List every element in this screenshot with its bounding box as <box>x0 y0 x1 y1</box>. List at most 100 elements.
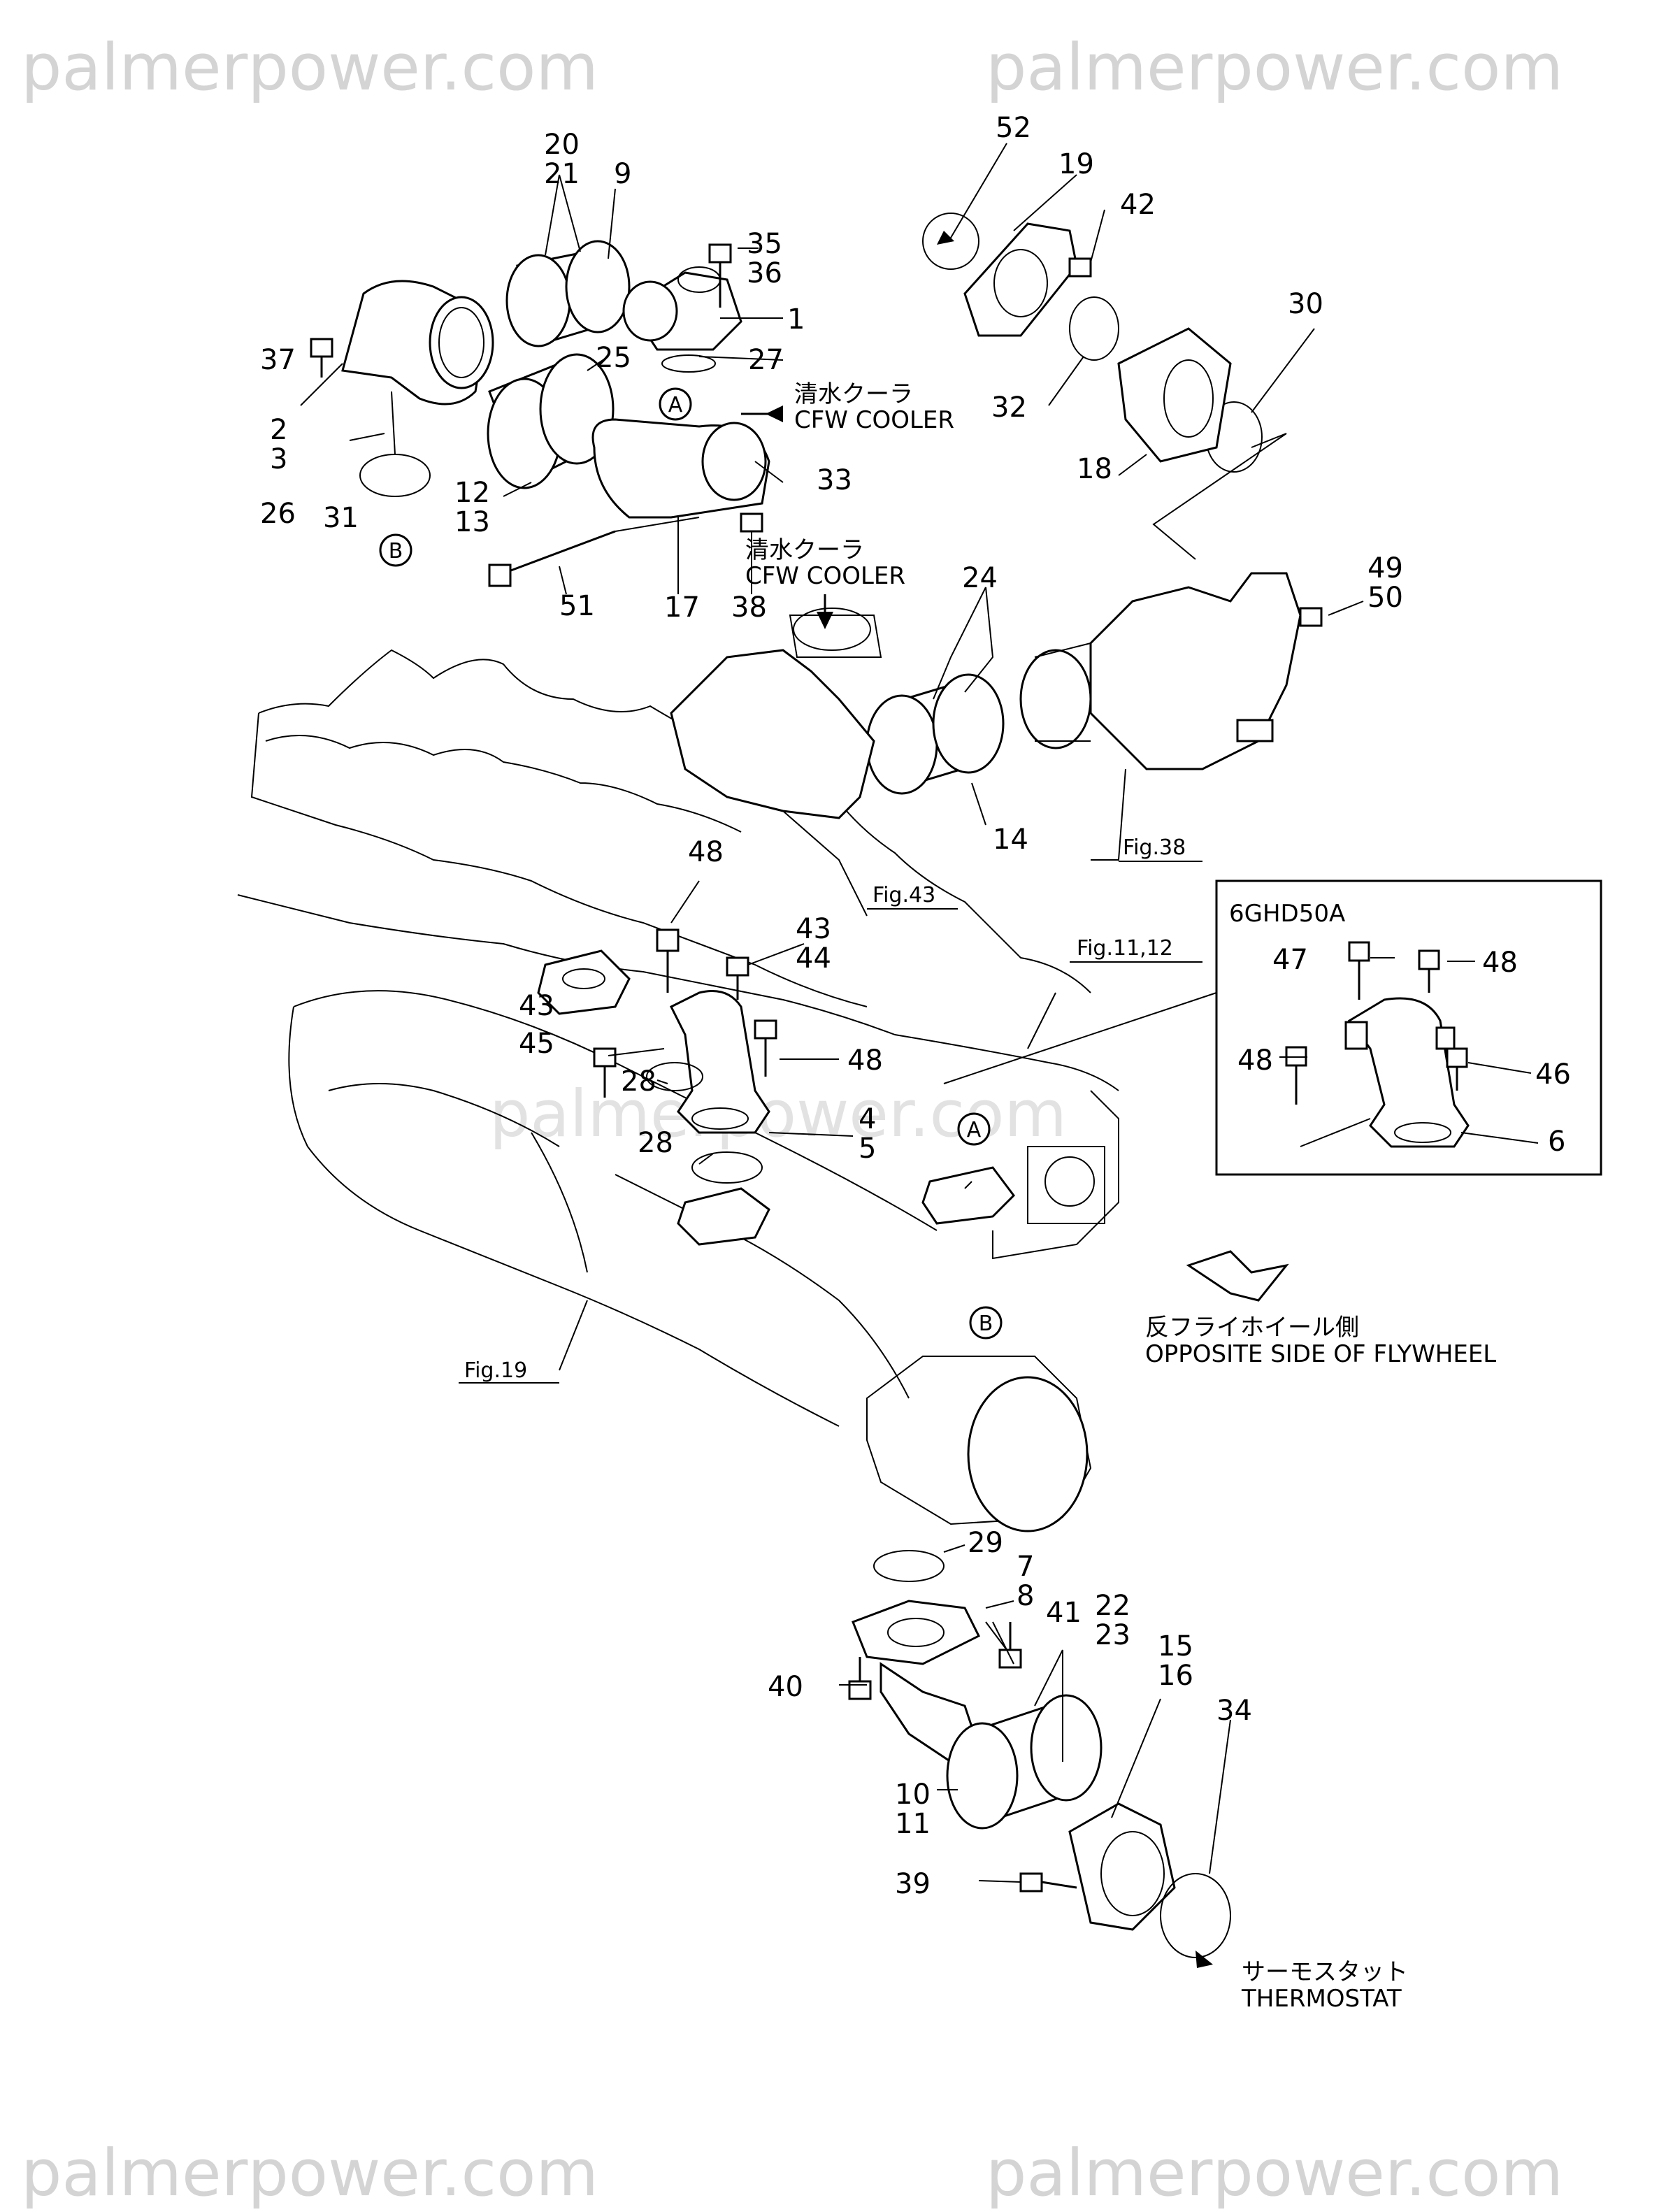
part-33: 33 <box>817 464 852 496</box>
o-ring-31 <box>359 454 431 497</box>
hose-14 <box>866 673 1005 795</box>
cfw-cooler-jp-mid: 清水クーラ <box>745 536 864 564</box>
cfw-cooler-jp-top: 清水クーラ <box>794 380 913 408</box>
part-16: 16 <box>1158 1660 1193 1692</box>
part-30: 30 <box>1288 288 1323 320</box>
opposite-side-arrow <box>1186 1250 1289 1302</box>
flange-43-left <box>537 949 631 1015</box>
o-ring-32 <box>1069 296 1119 361</box>
flange-hole <box>562 968 605 989</box>
part-52: 52 <box>996 112 1031 144</box>
part-43-left: 43 <box>519 990 554 1022</box>
o-ring-52 <box>922 213 979 270</box>
part-6: 6 <box>1548 1126 1565 1158</box>
part-32: 32 <box>991 392 1027 424</box>
part-42: 42 <box>1120 189 1156 221</box>
fig43-ref: Fig.43 <box>873 883 935 907</box>
marker-b-mid: B <box>969 1306 1003 1340</box>
part-3: 3 <box>270 443 287 475</box>
marker-b-top-label: B <box>389 539 403 563</box>
pipe-17 <box>591 418 770 532</box>
part-38: 38 <box>731 591 767 624</box>
watermark-bottom-left: palmerpower.com <box>21 2136 598 2209</box>
thermostat-jp: サーモスタット <box>1242 1958 1408 1986</box>
marker-b-mid-label: B <box>979 1312 993 1336</box>
fitting-1 <box>622 266 742 373</box>
opposite-side-en: OPPOSITE SIDE OF FLYWHEEL <box>1145 1340 1496 1368</box>
part-28-upper: 28 <box>621 1065 656 1098</box>
marker-a-top-label: A <box>668 393 683 417</box>
part-23: 23 <box>1095 1619 1130 1651</box>
part-35: 35 <box>747 228 782 260</box>
marker-a-top: A <box>659 387 692 421</box>
part-14: 14 <box>993 824 1028 856</box>
part-9: 9 <box>614 158 631 190</box>
o-ring-28-lower <box>691 1151 763 1184</box>
fig11-12-ref: Fig.11,12 <box>1077 936 1173 961</box>
part-12: 12 <box>454 477 490 509</box>
part-40: 40 <box>768 1671 803 1703</box>
arrows <box>741 231 1289 1968</box>
o-ring-29 <box>873 1550 945 1582</box>
part-31: 31 <box>323 502 359 534</box>
fig38-ref: Fig.38 <box>1123 835 1186 860</box>
part-48-inset-left: 48 <box>1237 1044 1273 1077</box>
watermark-top-right: palmerpower.com <box>986 30 1563 105</box>
part-17: 17 <box>664 591 700 624</box>
housing-fig43 <box>670 608 882 819</box>
part-44: 44 <box>796 942 831 975</box>
part-10: 10 <box>895 1779 931 1811</box>
part-15: 15 <box>1158 1630 1193 1662</box>
engine-outline <box>237 649 1119 1532</box>
marker-a-mid: A <box>957 1112 991 1146</box>
part-20: 20 <box>544 129 580 161</box>
part-47: 47 <box>1272 944 1308 976</box>
flange-bore <box>887 1618 945 1647</box>
part-48-inset-right: 48 <box>1482 947 1518 979</box>
arrow-to-thermostat <box>1195 1951 1213 1968</box>
part-45: 45 <box>519 1028 554 1060</box>
part-8: 8 <box>1017 1580 1034 1612</box>
thermostat-en: THERMOSTAT <box>1241 1985 1402 2013</box>
fitting-18 <box>1117 327 1232 463</box>
part-25: 25 <box>596 342 631 374</box>
part-2: 2 <box>270 414 287 446</box>
part-numbers: 20 21 9 35 36 1 27 25 37 2 3 26 31 12 13… <box>260 112 1571 1900</box>
cfw-cooler-en-top: CFW COOLER <box>794 406 954 434</box>
hose-20-21 <box>505 240 631 347</box>
watermark-top-left: palmerpower.com <box>21 30 598 105</box>
part-22: 22 <box>1095 1590 1130 1622</box>
flange-a-port <box>921 1166 1015 1225</box>
part-26: 26 <box>260 498 296 530</box>
part-24: 24 <box>962 562 998 594</box>
pump-fig38 <box>1019 572 1302 770</box>
thermostat-cover-15-16 <box>1068 1802 1176 1931</box>
arrow-from-cfw-cooler <box>817 612 833 629</box>
inset-6ghd50a: 6GHD50A <box>1215 879 1602 1176</box>
part-37: 37 <box>260 344 296 376</box>
part-27: 27 <box>748 344 784 376</box>
part-28-lower: 28 <box>638 1127 673 1159</box>
part-36: 36 <box>747 257 782 289</box>
part-4: 4 <box>859 1103 876 1135</box>
pipe-4-5 <box>669 990 770 1134</box>
o-ring-28-upper <box>646 1062 703 1091</box>
part-50: 50 <box>1367 582 1403 614</box>
leader-lines <box>300 143 1364 1883</box>
flange-7-8 <box>852 1600 981 1665</box>
part-1: 1 <box>787 303 805 336</box>
part-39: 39 <box>895 1868 931 1900</box>
part-21: 21 <box>544 158 580 190</box>
hose-12-13 <box>487 353 615 489</box>
flange-19 <box>963 222 1078 337</box>
part-48-mid: 48 <box>847 1044 883 1077</box>
part-11: 11 <box>895 1808 931 1840</box>
part-48-top: 48 <box>688 836 724 868</box>
part-19: 19 <box>1058 148 1094 180</box>
part-46: 46 <box>1535 1058 1571 1091</box>
part-43-right: 43 <box>796 913 831 945</box>
part-41: 41 <box>1046 1597 1082 1629</box>
bolts <box>310 243 1323 1893</box>
